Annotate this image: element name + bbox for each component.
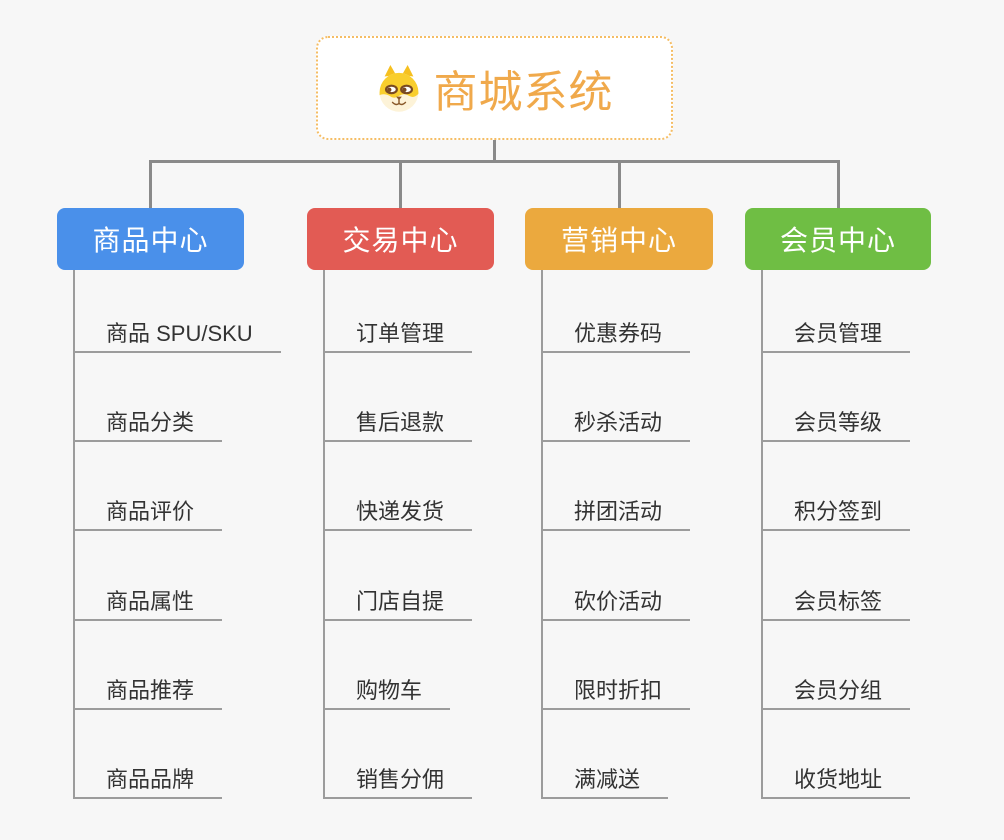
child-topic[interactable]: 门店自提 [323, 591, 473, 621]
root-stem-connector [493, 140, 496, 161]
branch-drop-connector [399, 160, 402, 208]
child-topic[interactable]: 限时折扣 [541, 680, 691, 710]
child-topic[interactable]: 收货地址 [761, 769, 911, 799]
child-topic[interactable]: 积分签到 [761, 501, 911, 531]
child-topic[interactable]: 商品 SPU/SKU [73, 323, 281, 353]
child-topic[interactable]: 砍价活动 [541, 591, 691, 621]
branch-node[interactable]: 营销中心 [525, 208, 713, 270]
child-topic[interactable]: 优惠券码 [541, 323, 691, 353]
child-topic[interactable]: 商品分类 [73, 412, 223, 442]
child-topic[interactable]: 快递发货 [323, 501, 473, 531]
child-spine-connector [73, 270, 75, 799]
child-spine-connector [323, 270, 325, 799]
root-topic[interactable]: 商城系统 [316, 36, 673, 140]
child-topic[interactable]: 满减送 [541, 769, 669, 799]
child-topic[interactable]: 秒杀活动 [541, 412, 691, 442]
branch-node[interactable]: 交易中心 [307, 208, 494, 270]
child-topic[interactable]: 拼团活动 [541, 501, 691, 531]
root-topic-title: 商城系统 [433, 68, 614, 117]
child-topic[interactable]: 购物车 [323, 680, 451, 710]
child-topic[interactable]: 会员标签 [761, 591, 911, 621]
branch-drop-connector [149, 160, 152, 208]
child-topic[interactable]: 商品评价 [73, 501, 223, 531]
child-spine-connector [761, 270, 763, 799]
child-spine-connector [541, 270, 543, 799]
child-topic[interactable]: 售后退款 [323, 412, 473, 442]
shiba-dog-icon [379, 65, 418, 112]
child-topic[interactable]: 商品属性 [73, 591, 223, 621]
child-topic[interactable]: 商品品牌 [73, 769, 223, 799]
child-topic[interactable]: 商品推荐 [73, 680, 223, 710]
child-topic[interactable]: 会员等级 [761, 412, 911, 442]
branch-cross-connector [149, 160, 839, 163]
branch-node[interactable]: 商品中心 [57, 208, 244, 270]
branch-drop-connector [618, 160, 621, 208]
branch-node[interactable]: 会员中心 [745, 208, 931, 270]
child-topic[interactable]: 会员管理 [761, 323, 911, 353]
branch-drop-connector [837, 160, 840, 208]
child-topic[interactable]: 会员分组 [761, 680, 911, 710]
child-topic[interactable]: 订单管理 [323, 323, 473, 353]
child-topic[interactable]: 销售分佣 [323, 769, 473, 799]
